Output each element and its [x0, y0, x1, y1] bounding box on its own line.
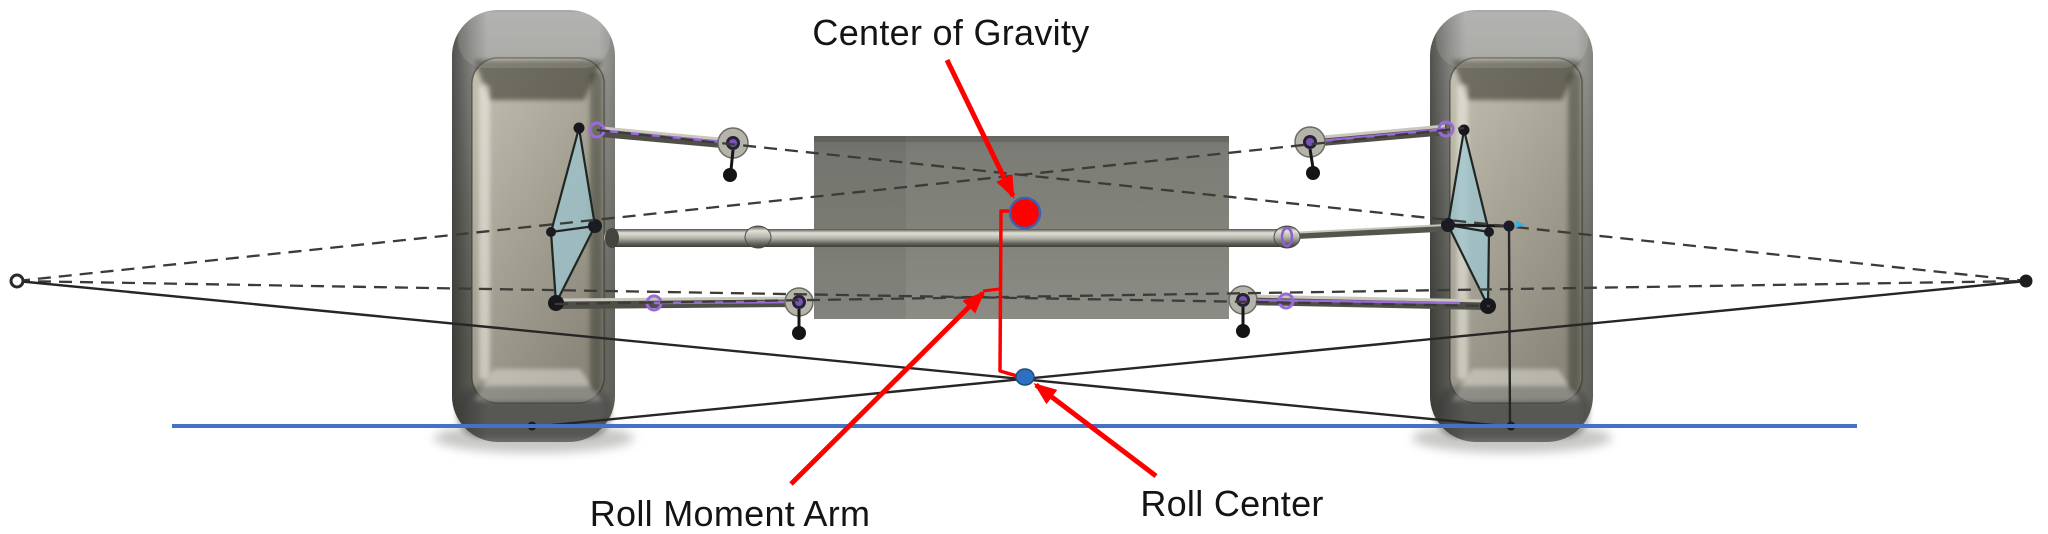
center-of-gravity-label: Center of Gravity — [812, 12, 1089, 53]
solid-line-left-ic-to-right-contact — [16, 279, 1514, 429]
right-vertical-top-ball — [1503, 220, 1515, 232]
axle-end-cap — [605, 228, 619, 248]
pendant-ball — [723, 168, 737, 182]
roll-center-label: Roll Center — [1140, 483, 1323, 524]
purple-ring-lower-right — [1277, 292, 1295, 310]
roll-moment-arm-tick — [982, 287, 1000, 293]
purple-ring-upper-right — [1437, 120, 1455, 138]
roll-center-dot — [1015, 368, 1035, 386]
right-wheel-vertical-line — [1507, 225, 1512, 427]
pendant-ball — [1236, 324, 1250, 338]
solid-line-right-ic-to-left-contact — [531, 279, 2027, 429]
dashed-line-left-ic-to-right-lower — [16, 279, 1491, 308]
dashed-line-right-ic-to-left-upper — [596, 128, 2027, 283]
chassis-joint-upper-right — [1294, 126, 1326, 180]
roll-center-arrow — [1033, 383, 1158, 478]
upright-left — [546, 121, 606, 311]
instant-center-right-marker — [2019, 274, 2033, 288]
halfshaft-right — [1286, 224, 1449, 240]
cv-joint-right — [1273, 225, 1301, 249]
cv-joint-left — [744, 225, 772, 249]
upper-arm-right — [1309, 124, 1448, 147]
small-blue-axis-tick — [1516, 221, 1525, 228]
upright-right — [1437, 120, 1510, 314]
dashed-line-left-ic-to-right-upper — [16, 126, 1465, 283]
annotation-layer — [789, 58, 1158, 486]
roll-moment-arm-arrow — [789, 290, 986, 486]
axle-shaft — [604, 224, 1449, 249]
cv-joint-right-purple-ring — [1280, 226, 1294, 248]
chassis-joint-upper-left — [717, 127, 749, 182]
roll-moment-arm-label: Roll Moment Arm — [590, 493, 871, 534]
center-of-gravity-dot — [1008, 196, 1042, 230]
roll-moment-arm-line — [998, 209, 1019, 378]
pendant-ball — [1306, 166, 1320, 180]
cg-arrow — [944, 58, 1016, 199]
pendant-ball — [792, 326, 806, 340]
chassis-joint-lower-left — [784, 287, 814, 340]
instant-center-left-marker — [9, 273, 25, 289]
dashed-line-right-ic-to-left-lower — [554, 279, 2027, 306]
